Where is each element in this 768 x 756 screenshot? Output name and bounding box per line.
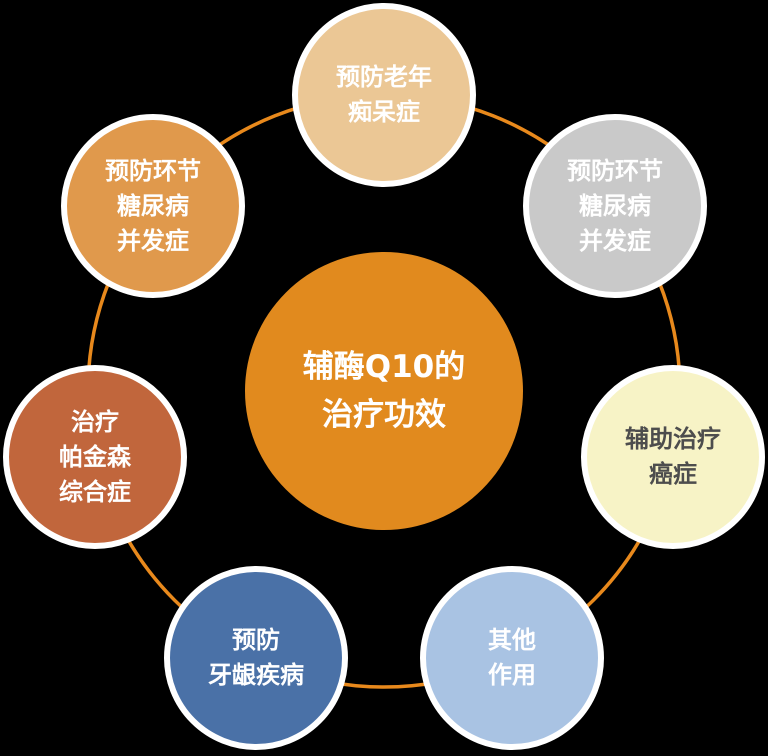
- node-label-line: 牙龈疾病: [208, 661, 304, 689]
- center-node-coq10-therapeutic-effects: 辅酶Q10的 治疗功效: [245, 252, 523, 530]
- node-adjuvant-cancer-therapy: 辅助治疗 癌症: [581, 365, 765, 549]
- node-label-line: 并发症: [579, 226, 651, 255]
- center-node-label-line: 辅酶Q10的: [302, 349, 466, 385]
- node-label-line: 糖尿病: [579, 191, 651, 220]
- node-label-line: 辅助治疗: [625, 425, 721, 453]
- node-prevent-senile-dementia: 预防老年 痴呆症: [292, 3, 476, 187]
- node-label-line: 作用: [488, 661, 536, 689]
- node-label-line: 糖尿病: [117, 191, 189, 220]
- node-prevent-diabetes-complications-left: 预防环节 糖尿病 并发症: [61, 114, 245, 298]
- node-label-line: 预防环节: [105, 156, 201, 185]
- node-label-line: 其他: [488, 626, 536, 654]
- node-label-line: 预防环节: [567, 156, 663, 185]
- node-prevent-gum-disease: 预防 牙龈疾病: [164, 566, 348, 750]
- node-label-line: 痴呆症: [348, 98, 420, 126]
- node-label-line: 预防: [232, 626, 280, 654]
- node-label-line: 综合症: [59, 477, 131, 506]
- node-label-line: 帕金森: [59, 442, 131, 471]
- node-label-line: 治疗: [71, 407, 119, 436]
- center-node-label-line: 治疗功效: [322, 397, 446, 433]
- node-label-line: 癌症: [649, 460, 697, 488]
- node-label-line: 预防老年: [336, 63, 432, 91]
- node-prevent-diabetes-complications-right: 预防环节 糖尿病 并发症: [523, 114, 707, 298]
- node-treat-parkinsons-syndrome: 治疗 帕金森 综合症: [3, 365, 187, 549]
- node-label-line: 并发症: [117, 226, 189, 255]
- node-other-effects: 其他 作用: [420, 566, 604, 750]
